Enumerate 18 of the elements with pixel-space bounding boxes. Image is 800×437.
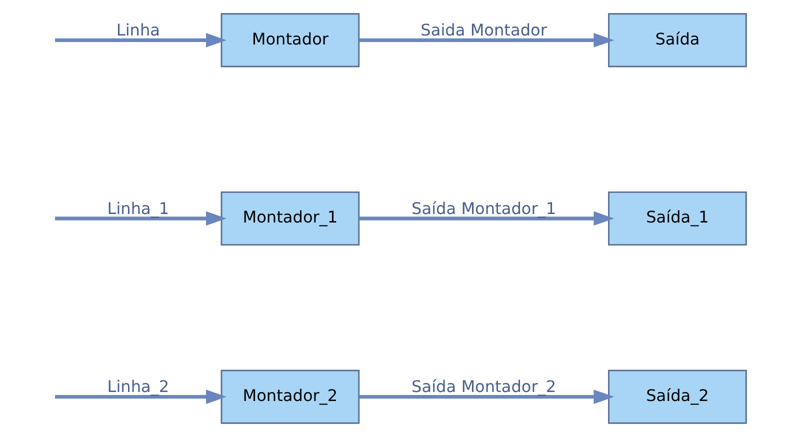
node-box: Saída_1	[608, 191, 747, 246]
edge-label: Linha_1	[107, 198, 170, 218]
arrow	[359, 33, 614, 48]
edge-label: Linha_2	[107, 377, 170, 396]
edge-label: Linha	[116, 20, 160, 40]
arrow	[359, 211, 614, 226]
edge-label: Saída Montador_2	[412, 377, 556, 396]
node-box: Saída_2	[608, 370, 747, 424]
node-box: Montador	[220, 13, 360, 68]
node-box: Saída	[608, 13, 747, 68]
node-box: Montador_2	[220, 370, 360, 424]
arrow	[359, 390, 614, 404]
arrow	[55, 33, 227, 48]
edge-label: Saída Montador_1	[412, 198, 556, 218]
arrow	[55, 211, 227, 226]
edge-label: Saida Montador	[420, 20, 547, 40]
node-box: Montador_1	[220, 191, 360, 246]
arrow	[55, 390, 227, 404]
